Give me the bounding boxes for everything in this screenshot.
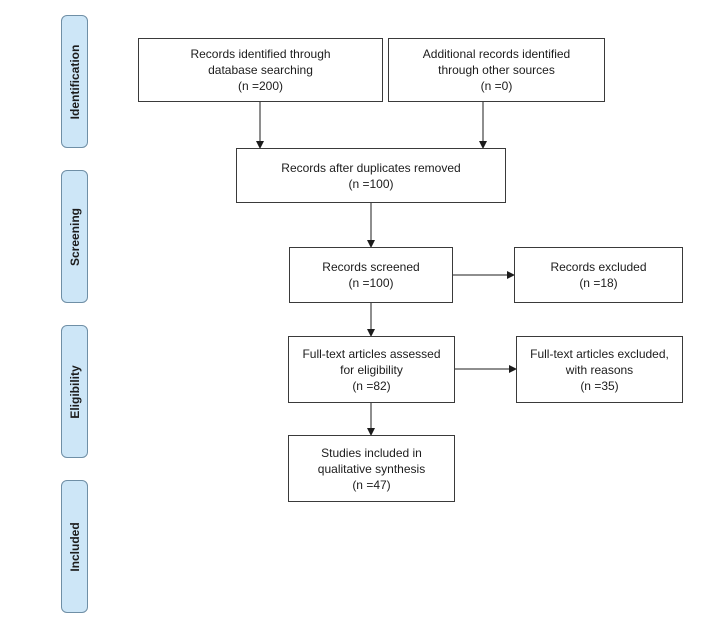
after-duplicates-box: Records after duplicates removed (n =100…	[236, 148, 506, 203]
phase-identification: Identification	[61, 15, 88, 148]
records-excluded-text: Records excluded (n =18)	[550, 260, 647, 290]
records-identified-box: Records identified through database sear…	[138, 38, 383, 102]
fulltext-excluded-box: Full-text articles excluded, with reason…	[516, 336, 683, 403]
fulltext-assessed-box: Full-text articles assessed for eligibil…	[288, 336, 455, 403]
records-screened-box: Records screened (n =100)	[289, 247, 453, 303]
records-identified-text: Records identified through database sear…	[190, 47, 331, 93]
additional-records-box: Additional records identified through ot…	[388, 38, 605, 102]
records-excluded-box: Records excluded (n =18)	[514, 247, 683, 303]
studies-included-box: Studies included in qualitative synthesi…	[288, 435, 455, 502]
phase-screening: Screening	[61, 170, 88, 303]
records-screened-text: Records screened (n =100)	[322, 260, 420, 290]
studies-included-text: Studies included in qualitative synthesi…	[317, 445, 426, 492]
phase-included: Included	[61, 480, 88, 613]
fulltext-excluded-text: Full-text articles excluded, with reason…	[530, 346, 669, 393]
additional-records-text: Additional records identified through ot…	[422, 47, 571, 93]
after-duplicates-text: Records after duplicates removed (n =100…	[281, 160, 461, 191]
phase-eligibility: Eligibility	[61, 325, 88, 458]
fulltext-assessed-text: Full-text articles assessed for eligibil…	[302, 346, 441, 393]
